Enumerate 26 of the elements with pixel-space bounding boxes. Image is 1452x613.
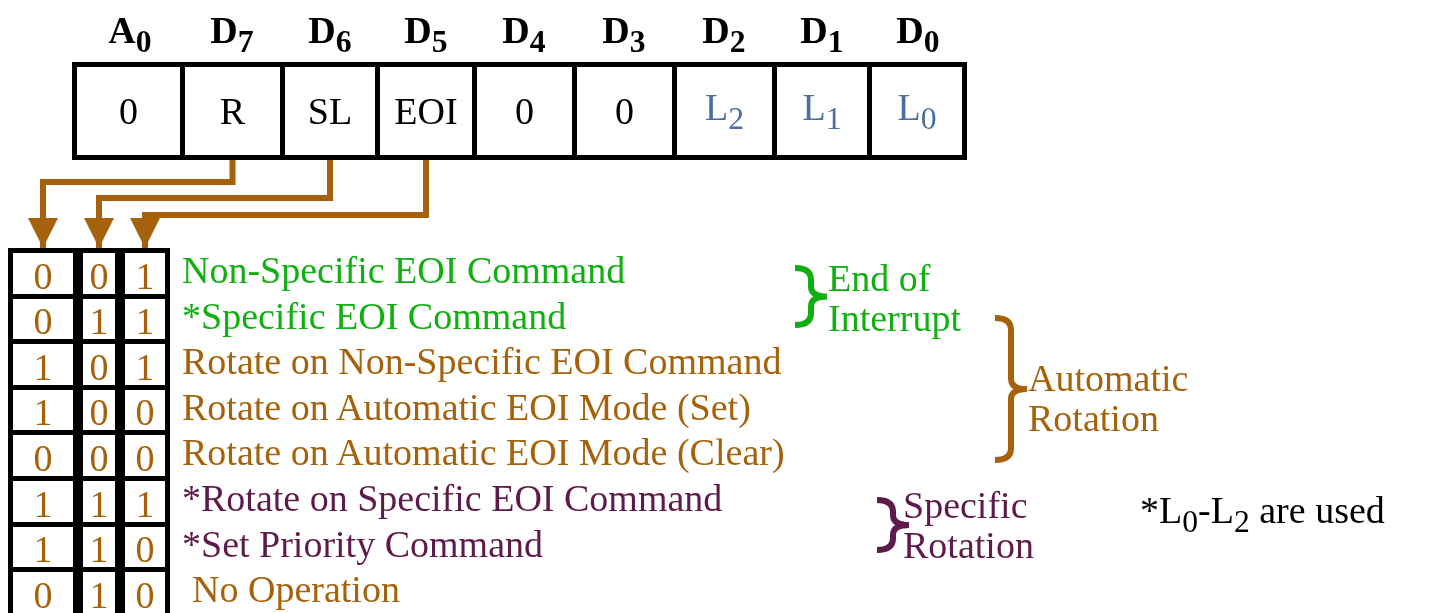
- bit-label: D$_{3}$: [601, 10, 647, 61]
- bit-label: D$_{5}$: [403, 10, 449, 61]
- group-label: End of Interrupt: [828, 258, 962, 338]
- command-text: *Specific EOI Command: [182, 295, 567, 336]
- command-text: Rotate on Automatic EOI Mode (Set): [182, 386, 751, 427]
- command-text: Non-Specific EOI Command: [182, 250, 626, 290]
- command-text: *Set Priority Command: [182, 523, 543, 564]
- group-label: Specific Rotation: [903, 485, 1035, 565]
- bit-label: D$_{0}$: [895, 10, 941, 61]
- bit-label: D$_{7}$: [209, 10, 255, 61]
- bit-column: [8, 248, 78, 613]
- bit-label: D$_{6}$: [307, 10, 353, 61]
- bit-label: D$_{4}$: [501, 10, 547, 61]
- bit-label: D$_{1}$: [799, 10, 845, 61]
- arrow: [130, 160, 429, 248]
- bit-label: A$_{0}$: [107, 10, 153, 61]
- command-text: No Operation: [192, 569, 400, 610]
- group-label: Automatic Rotation: [1028, 358, 1190, 438]
- note-text: *L$_{0}$-L$_{2}$ are used: [1140, 490, 1385, 541]
- command-text: *Rotate on Specific EOI Command: [182, 478, 723, 518]
- arrow: [84, 160, 333, 248]
- command-text: Rotate on Non-Specific EOI Command: [182, 341, 782, 382]
- bit-label: D$_{2}$: [701, 10, 747, 61]
- command-text: Rotate on Automatic EOI Mode (Clear): [182, 432, 785, 473]
- arrow: [28, 160, 236, 248]
- bit-column: [120, 248, 170, 613]
